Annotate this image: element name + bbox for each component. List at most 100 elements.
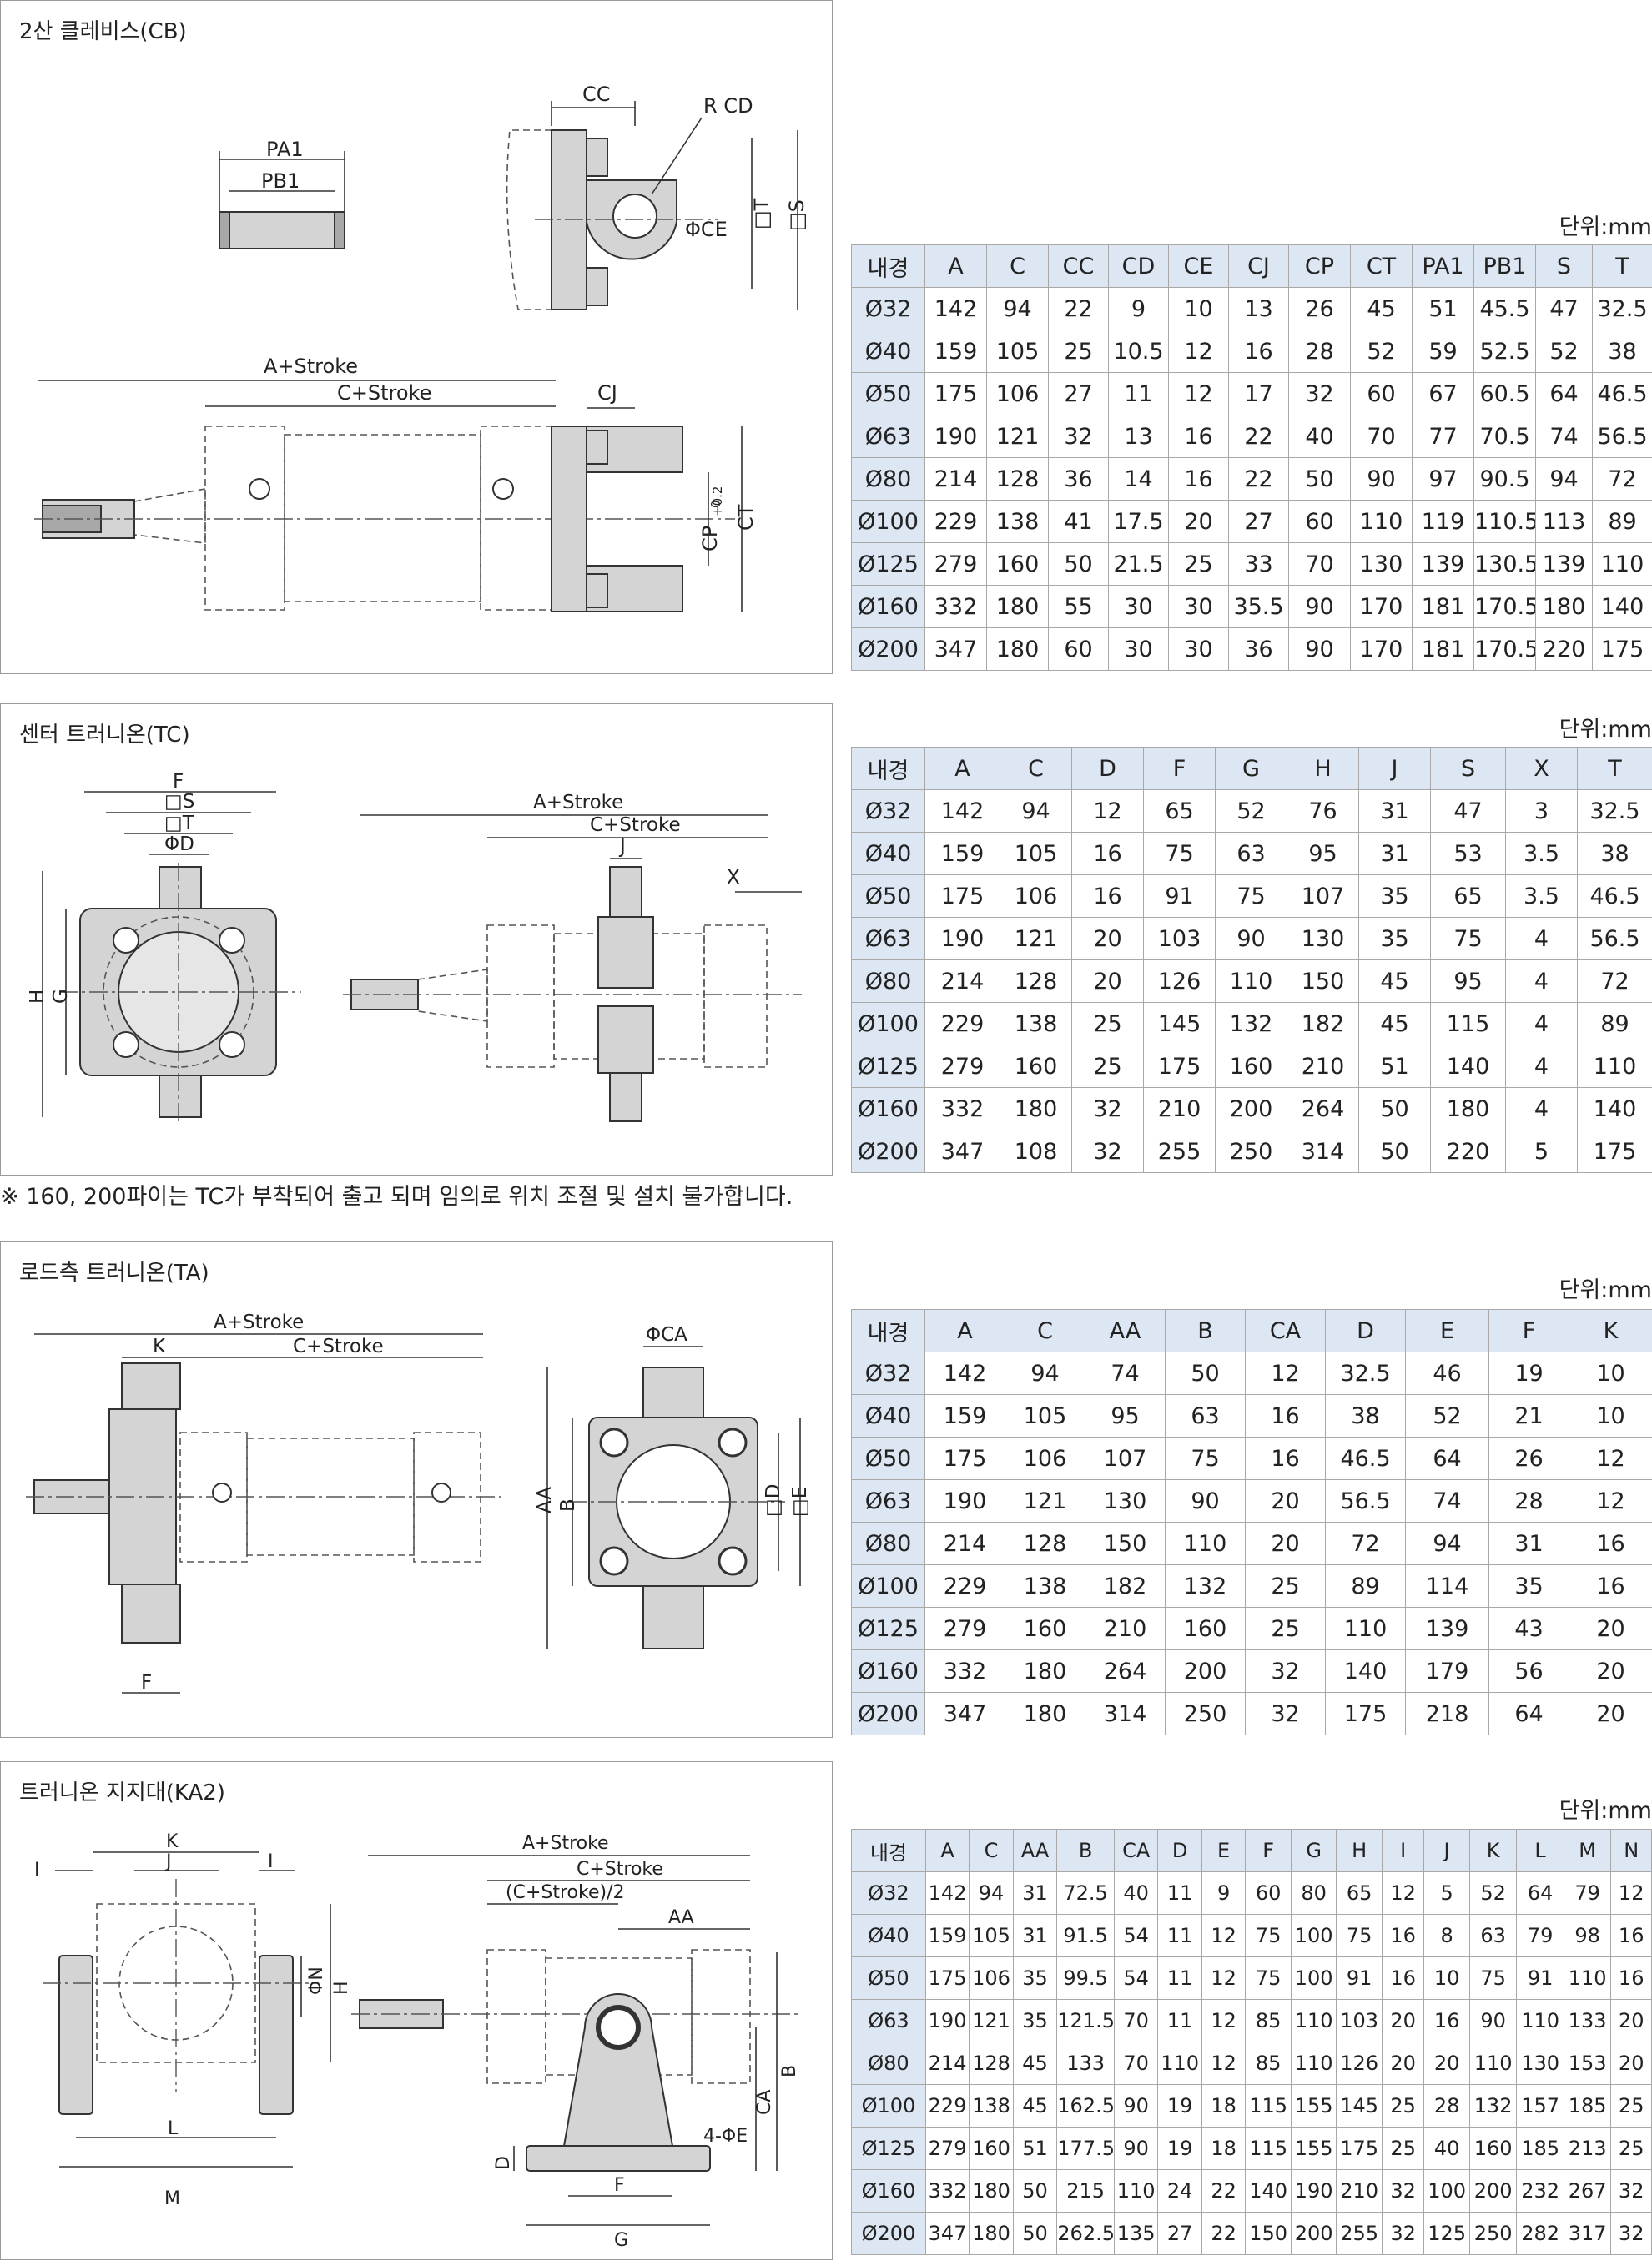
- table-cell: 12: [1382, 1872, 1423, 1915]
- table-cell: 32: [1382, 2213, 1423, 2255]
- label-a-stroke: A+Stroke: [533, 792, 623, 813]
- table-cell: 74: [1536, 415, 1593, 458]
- table-cell: 10: [1569, 1395, 1652, 1438]
- table-cell: 12: [1201, 1957, 1245, 2000]
- table-cell: 30: [1109, 586, 1169, 628]
- table-cell: 27: [1049, 373, 1109, 415]
- table-cell: 25: [1246, 1565, 1326, 1608]
- table-cell: 142: [925, 1872, 969, 1915]
- table-cell: 138: [987, 501, 1049, 543]
- note-text: ※ 160, 200파이는 TC가 부착되어 출고 되며 임의로 위치 조절 및…: [0, 1178, 793, 1211]
- label-b: B: [779, 2065, 800, 2077]
- label-rcd: R CD: [703, 94, 753, 118]
- table-cell: 175: [925, 875, 1000, 918]
- table-cell: 110: [1578, 1045, 1652, 1088]
- table-cell: 110.5: [1474, 501, 1536, 543]
- label-4-e: 4-ΦE: [703, 2126, 748, 2147]
- table-cell: 20: [1611, 2000, 1652, 2042]
- label-h: H: [331, 1981, 352, 1995]
- table-cell: 35: [1359, 875, 1431, 918]
- table-cell: 60: [1351, 373, 1413, 415]
- table-cell: 90: [1289, 586, 1351, 628]
- label-pa1: PA1: [266, 138, 304, 161]
- bore-cell: Ø160: [852, 1650, 925, 1693]
- column-header: CA: [1246, 1310, 1326, 1352]
- table-cell: 100: [1424, 2170, 1470, 2213]
- bore-cell: Ø32: [852, 288, 925, 330]
- table-cell: 20: [1382, 2000, 1423, 2042]
- table-cell: 91: [1144, 875, 1216, 918]
- table-cell: 121: [987, 415, 1049, 458]
- table-cell: 32: [1246, 1693, 1326, 1735]
- rod-trunnion-diagram: A+Stroke K C+Stroke F ΦCA AA B □D □E: [1, 1242, 834, 1739]
- table-cell: 75: [1337, 1915, 1383, 1957]
- table-cell: 10: [1569, 1352, 1652, 1395]
- table-cell: 4: [1506, 1088, 1578, 1130]
- table-cell: 25: [1072, 1003, 1144, 1045]
- label-t: □T: [164, 813, 195, 834]
- table-cell: 19: [1489, 1352, 1569, 1395]
- column-header: C: [1000, 748, 1072, 790]
- table-cell: 119: [1413, 501, 1474, 543]
- table-cell: 115: [1246, 2085, 1292, 2128]
- label-c-stroke: C+Stroke: [293, 1336, 384, 1357]
- table-cell: 30: [1169, 586, 1229, 628]
- table-cell: 17.5: [1109, 501, 1169, 543]
- label-f: F: [173, 771, 184, 793]
- table-cell: 218: [1406, 1693, 1489, 1735]
- table-cell: 182: [1287, 1003, 1359, 1045]
- table-cell: 22: [1201, 2213, 1245, 2255]
- table-cell: 31: [1359, 833, 1431, 875]
- table-cell: 170.5: [1474, 586, 1536, 628]
- table-cell: 150: [1246, 2213, 1292, 2255]
- table-cell: 26: [1289, 288, 1351, 330]
- table-cell: 24: [1158, 2170, 1201, 2213]
- table-cell: 159: [925, 833, 1000, 875]
- table-cell: 133: [1057, 2042, 1115, 2085]
- table-cell: 215: [1057, 2170, 1115, 2213]
- table-cell: 19: [1158, 2128, 1201, 2170]
- column-header: C: [970, 1830, 1013, 1872]
- table-cell: 32: [1382, 2170, 1423, 2213]
- table-cell: 30: [1169, 628, 1229, 671]
- table-cell: 16: [1246, 1395, 1326, 1438]
- table-cell: 20: [1246, 1480, 1326, 1523]
- table-cell: 142: [925, 288, 987, 330]
- table-cell: 27: [1229, 501, 1289, 543]
- table-cell: 10: [1424, 1957, 1470, 2000]
- table-cell: 16: [1169, 415, 1229, 458]
- bore-cell: Ø63: [852, 2000, 926, 2042]
- column-header: 내경: [852, 245, 925, 288]
- table-cell: 229: [925, 501, 987, 543]
- table-cell: 70: [1351, 415, 1413, 458]
- label-d: ΦD: [164, 833, 194, 855]
- table-cell: 250: [1469, 2213, 1517, 2255]
- table-cell: 60: [1246, 1872, 1292, 1915]
- table-cell: 20: [1072, 918, 1144, 960]
- bore-cell: Ø40: [852, 330, 925, 373]
- table-cell: 32: [1072, 1088, 1144, 1130]
- table-cell: 63: [1166, 1395, 1246, 1438]
- table-cell: 232: [1517, 2170, 1564, 2213]
- table-cell: 16: [1382, 1957, 1423, 2000]
- label-ct: CT: [734, 504, 758, 531]
- table-cell: 52.5: [1474, 330, 1536, 373]
- table-cell: 106: [1000, 875, 1072, 918]
- table-cell: 200: [1291, 2213, 1337, 2255]
- table-cell: 220: [1431, 1130, 1506, 1173]
- table-cell: 213: [1564, 2128, 1611, 2170]
- table-cell: 332: [925, 586, 987, 628]
- label-cj: CJ: [597, 381, 617, 405]
- table-cell: 130: [1287, 918, 1359, 960]
- table-cell: 160: [987, 543, 1049, 586]
- table-cell: 103: [1337, 2000, 1383, 2042]
- table-cell: 11: [1158, 1915, 1201, 1957]
- table-cell: 45: [1013, 2085, 1056, 2128]
